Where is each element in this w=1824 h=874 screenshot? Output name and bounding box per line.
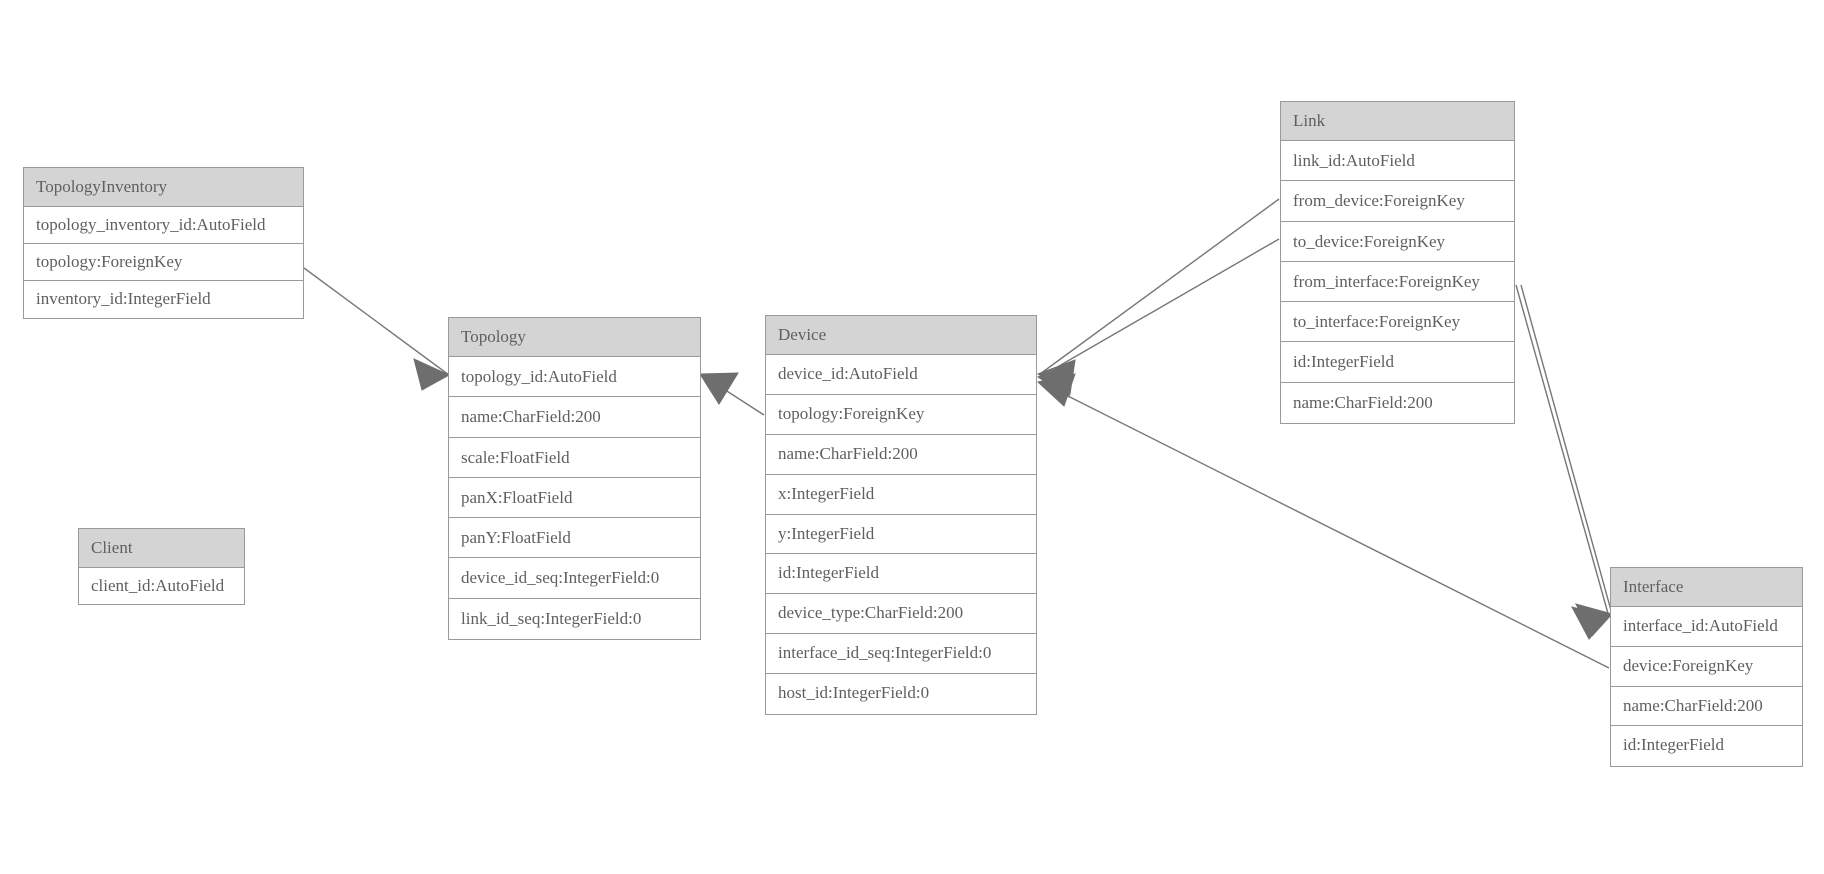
entity-topology_inventory-field[interactable]: topology_inventory_id:AutoField <box>24 207 303 244</box>
entity-topology_inventory-field[interactable]: inventory_id:IntegerField <box>24 281 303 318</box>
entity-interface-field[interactable]: name:CharField:200 <box>1611 686 1802 727</box>
entity-device-field[interactable]: x:IntegerField <box>766 474 1036 515</box>
entity-device-field[interactable]: host_id:IntegerField:0 <box>766 674 1036 714</box>
entity-interface-field[interactable]: device:ForeignKey <box>1611 646 1802 687</box>
entity-link-field[interactable]: to_interface:ForeignKey <box>1281 302 1514 343</box>
entity-topology-field[interactable]: topology_id:AutoField <box>449 357 700 398</box>
relationship-device-to-topology <box>699 372 765 416</box>
entity-topology-field[interactable]: link_id_seq:IntegerField:0 <box>449 598 700 639</box>
entity-device-field[interactable]: interface_id_seq:IntegerField:0 <box>766 634 1036 674</box>
entity-topology-title: Topology <box>449 318 700 357</box>
entity-client-title: Client <box>79 529 244 568</box>
entity-link-field[interactable]: id:IntegerField <box>1281 342 1514 383</box>
entity-device-field[interactable]: device_type:CharField:200 <box>766 594 1036 635</box>
entity-topology-field[interactable]: device_id_seq:IntegerField:0 <box>449 558 700 599</box>
entity-topology_inventory-title: TopologyInventory <box>24 168 303 207</box>
entity-device-field[interactable]: device_id:AutoField <box>766 355 1036 395</box>
entity-link-field[interactable]: name:CharField:200 <box>1281 382 1514 423</box>
entity-interface-title: Interface <box>1611 568 1802 607</box>
entity-device-title: Device <box>766 316 1036 355</box>
entity-link-field[interactable]: from_interface:ForeignKey <box>1281 261 1514 303</box>
relationship-link-to-device-to-device <box>1036 238 1280 398</box>
relationship-link-from-interface-to-interface <box>1515 284 1610 640</box>
entity-link-field[interactable]: to_device:ForeignKey <box>1281 221 1514 262</box>
entity-link-field[interactable]: link_id:AutoField <box>1281 141 1514 182</box>
entity-device-field[interactable]: name:CharField:200 <box>766 434 1036 475</box>
entity-link-title: Link <box>1281 102 1514 141</box>
entity-interface-field[interactable]: interface_id:AutoField <box>1611 607 1802 647</box>
entity-topology_inventory-field[interactable]: topology:ForeignKey <box>24 244 303 281</box>
relationship-link-from-device-to-device <box>1036 198 1280 395</box>
entity-topology-field[interactable]: panX:FloatField <box>449 477 700 519</box>
entity-topology-field[interactable]: scale:FloatField <box>449 437 700 478</box>
entity-link-field[interactable]: from_device:ForeignKey <box>1281 181 1514 222</box>
entity-device-field[interactable]: topology:ForeignKey <box>766 394 1036 435</box>
entity-topology-field[interactable]: name:CharField:200 <box>449 397 700 438</box>
entity-interface-field[interactable]: id:IntegerField <box>1611 726 1802 766</box>
relationship-link-to-interface-to-interface <box>1520 284 1613 637</box>
entity-device-field[interactable]: id:IntegerField <box>766 554 1036 595</box>
entity-client-field[interactable]: client_id:AutoField <box>79 568 244 604</box>
entity-device-field[interactable]: y:IntegerField <box>766 514 1036 555</box>
entity-topology-field[interactable]: panY:FloatField <box>449 518 700 559</box>
relationship-topologyinventory-to-topology <box>303 267 451 391</box>
